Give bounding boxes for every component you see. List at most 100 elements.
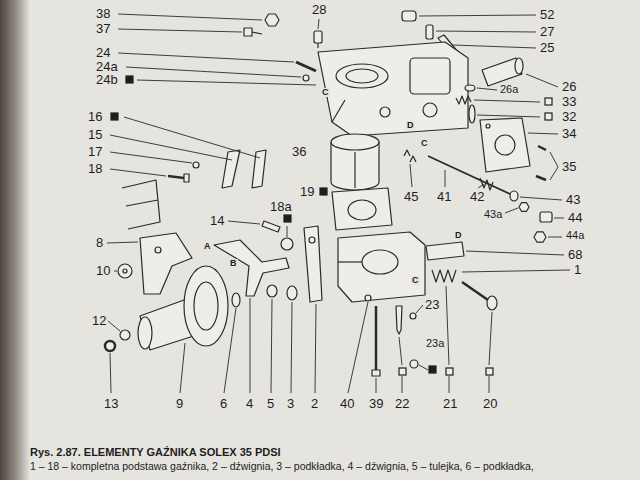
leader-line [453,45,536,48]
callout-number: 44 [568,211,582,224]
venturi [346,69,378,83]
leader-lines [107,14,570,393]
port [423,103,437,117]
spring [480,178,493,190]
callout-number: 42 [470,190,484,203]
callout-number: 33 [562,95,576,108]
leader-line [318,19,319,29]
leader-line [489,376,490,393]
leader-line [114,271,117,272]
callout-number: 24 [96,46,110,59]
callout-number: 43 [566,193,580,206]
marker-square [429,366,436,373]
leader-line [550,152,558,167]
callout-number: 27 [540,25,554,38]
screw [538,146,546,150]
rod [296,62,316,71]
screw [372,370,380,376]
lever [155,247,161,253]
washer [232,293,240,307]
screw [487,296,497,310]
leader-line [477,88,497,90]
callout-number: 39 [369,397,383,410]
callout-number: 26a [500,84,518,95]
float-chamber [410,58,450,94]
callout-number: 3 [287,397,294,410]
callout-number: 44a [566,230,584,241]
leader-line [478,184,484,188]
callout-number: 26 [562,80,576,93]
leader-line [291,302,292,393]
seal [465,85,475,91]
spring [456,96,471,104]
marker-square [284,215,291,222]
callout-number: 13 [104,397,118,410]
connection-letter: A [203,242,212,251]
marker-square [320,188,327,195]
callout-number: 68 [568,248,582,261]
throttle-bore [362,250,398,274]
leader-line [528,133,558,134]
callout-number: 23a [426,338,444,349]
edge [332,100,345,122]
callout-number: 19 [300,185,314,198]
callout-number: 43a [484,209,502,220]
screw [462,282,488,300]
connection-letter: C [321,88,330,97]
leader-line [449,376,450,393]
callout-number: 16 [88,110,102,123]
solenoid-valve [515,58,523,74]
spacer [331,134,379,150]
bush [267,285,277,297]
carburetor-top [318,42,468,136]
leader-line [110,135,232,160]
leader-line [110,169,166,176]
leader-line [462,270,570,272]
leader-line [416,305,423,313]
connection-letter: C [411,276,420,285]
callout-number: 18 [88,162,102,175]
gasket [222,150,240,188]
diaphragm-unit [138,317,152,349]
washer [303,75,309,81]
figure-caption: Rys. 2.87. ELEMENTY GAŹNIKA SOLEX 35 PDS… [30,446,281,458]
callout-number: 40 [340,397,354,410]
connection-letter: D [454,231,463,240]
lever [304,226,322,302]
washer [287,286,297,300]
gasket [348,200,376,220]
callout-number: 35 [562,160,576,173]
washer [105,341,115,351]
rod [428,156,510,194]
gasket [252,150,266,188]
callout-number: 24b [96,73,118,86]
callout-number: 6 [220,397,227,410]
spring [432,270,456,282]
diaphragm-unit [194,282,218,330]
gasket [332,188,392,230]
leader-line [489,312,492,365]
callout-number: 17 [88,145,102,158]
leader-line [520,197,562,200]
leader-line [315,304,316,393]
nut [265,14,279,26]
callout-number: 15 [88,128,102,141]
throttle-shaft [338,261,362,262]
spacer [354,152,355,188]
connection-letter: D [406,121,415,130]
ball [410,313,416,319]
leader-line [419,15,536,16]
callout-number: 8 [96,236,103,249]
leader-line [548,237,562,238]
callout-number: 25 [540,41,554,54]
callout-number: 45 [404,190,418,203]
callout-number: 36 [292,145,306,158]
callout-number: 9 [176,397,183,410]
lever [214,240,289,296]
screw [168,176,184,178]
jet [314,31,322,43]
pump-cover [486,124,490,128]
callout-number: 32 [562,110,576,123]
